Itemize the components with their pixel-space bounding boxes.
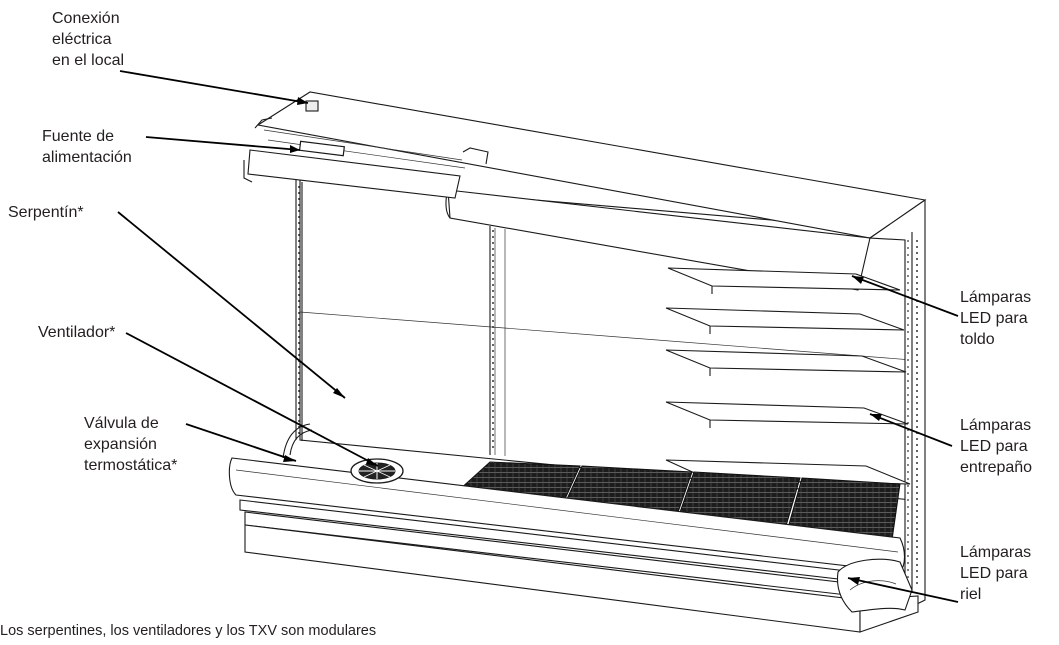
label-led-riel: Lámparas LED para riel <box>960 544 1032 603</box>
fan <box>350 458 404 484</box>
footnote: Los serpentines, los ventiladores y los … <box>0 623 377 639</box>
label-conexion-electrica: Conexión eléctrica en el local <box>52 10 125 69</box>
left-upright <box>295 180 494 455</box>
front-rail <box>228 423 919 633</box>
label-led-toldo: Lámparas LED para toldo <box>960 289 1032 348</box>
label-led-entrepano: Lámparas LED para entrepaño <box>960 417 1033 476</box>
label-valvula-expansion: Válvula de expansión termostática* <box>84 415 178 474</box>
canopy <box>243 91 927 291</box>
leader-lines <box>117 70 959 603</box>
label-serpentin: Serpentín* <box>8 204 84 221</box>
label-fuente-alimentacion: Fuente de alimentación <box>42 128 132 166</box>
label-ventilador: Ventilador* <box>38 324 116 341</box>
